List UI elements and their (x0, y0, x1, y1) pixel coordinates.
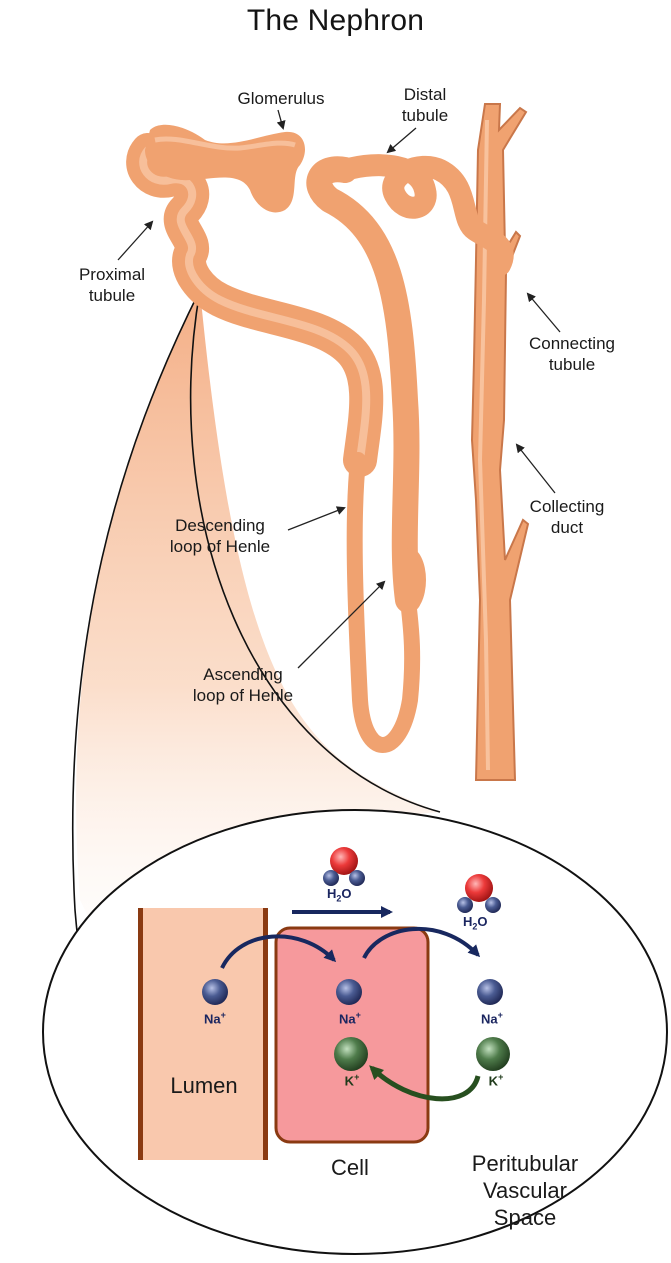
label-proximal-tubule: Proximal tubule (62, 264, 162, 306)
label-connecting-line2: tubule (507, 354, 637, 375)
label-proximal-line2: tubule (62, 285, 162, 306)
label-peritubular-space: Peritubular Vascular Space (440, 1150, 610, 1231)
water-label-1: H2O (327, 886, 352, 904)
label-descending-line1: Descending (145, 515, 295, 536)
label-distal-line2: tubule (380, 105, 470, 126)
cell-region (276, 928, 428, 1142)
na-label-space: Na+ (472, 1010, 512, 1026)
label-ascending-line2: loop of Henle (168, 685, 318, 706)
k-label-space: K+ (476, 1072, 516, 1088)
label-proximal-line1: Proximal (62, 264, 162, 285)
na-ion-lumen (202, 979, 228, 1005)
na-ion-cell (336, 979, 362, 1005)
label-lumen: Lumen (150, 1072, 258, 1099)
label-connecting-tubule: Connecting tubule (507, 333, 637, 375)
label-space-line2: Vascular (440, 1177, 610, 1204)
label-collecting-duct: Collecting duct (507, 496, 627, 538)
label-glomerulus-text: Glomerulus (238, 89, 325, 108)
na-label-lumen: Na+ (195, 1010, 235, 1026)
label-collecting-line1: Collecting (507, 496, 627, 517)
label-collecting-line2: duct (507, 517, 627, 538)
label-glomerulus: Glomerulus (216, 88, 346, 109)
label-distal-tubule: Distal tubule (380, 84, 470, 126)
label-distal-line1: Distal (380, 84, 470, 105)
na-ion-space (477, 979, 503, 1005)
label-ascending-loop: Ascending loop of Henle (168, 664, 318, 706)
label-cell: Cell (300, 1154, 400, 1181)
k-label-cell: K+ (332, 1072, 372, 1088)
label-descending-line2: loop of Henle (145, 536, 295, 557)
label-connecting-line1: Connecting (507, 333, 637, 354)
label-space-line3: Space (440, 1204, 610, 1231)
page-title: The Nephron (0, 4, 671, 38)
label-ascending-line1: Ascending (168, 664, 318, 685)
k-ion-space (476, 1037, 510, 1071)
k-ion-cell (334, 1037, 368, 1071)
lumen-region (138, 908, 268, 1160)
na-label-cell: Na+ (330, 1010, 370, 1026)
water-label-2: H2O (463, 914, 488, 932)
label-space-line1: Peritubular (440, 1150, 610, 1177)
label-descending-loop: Descending loop of Henle (145, 515, 295, 557)
